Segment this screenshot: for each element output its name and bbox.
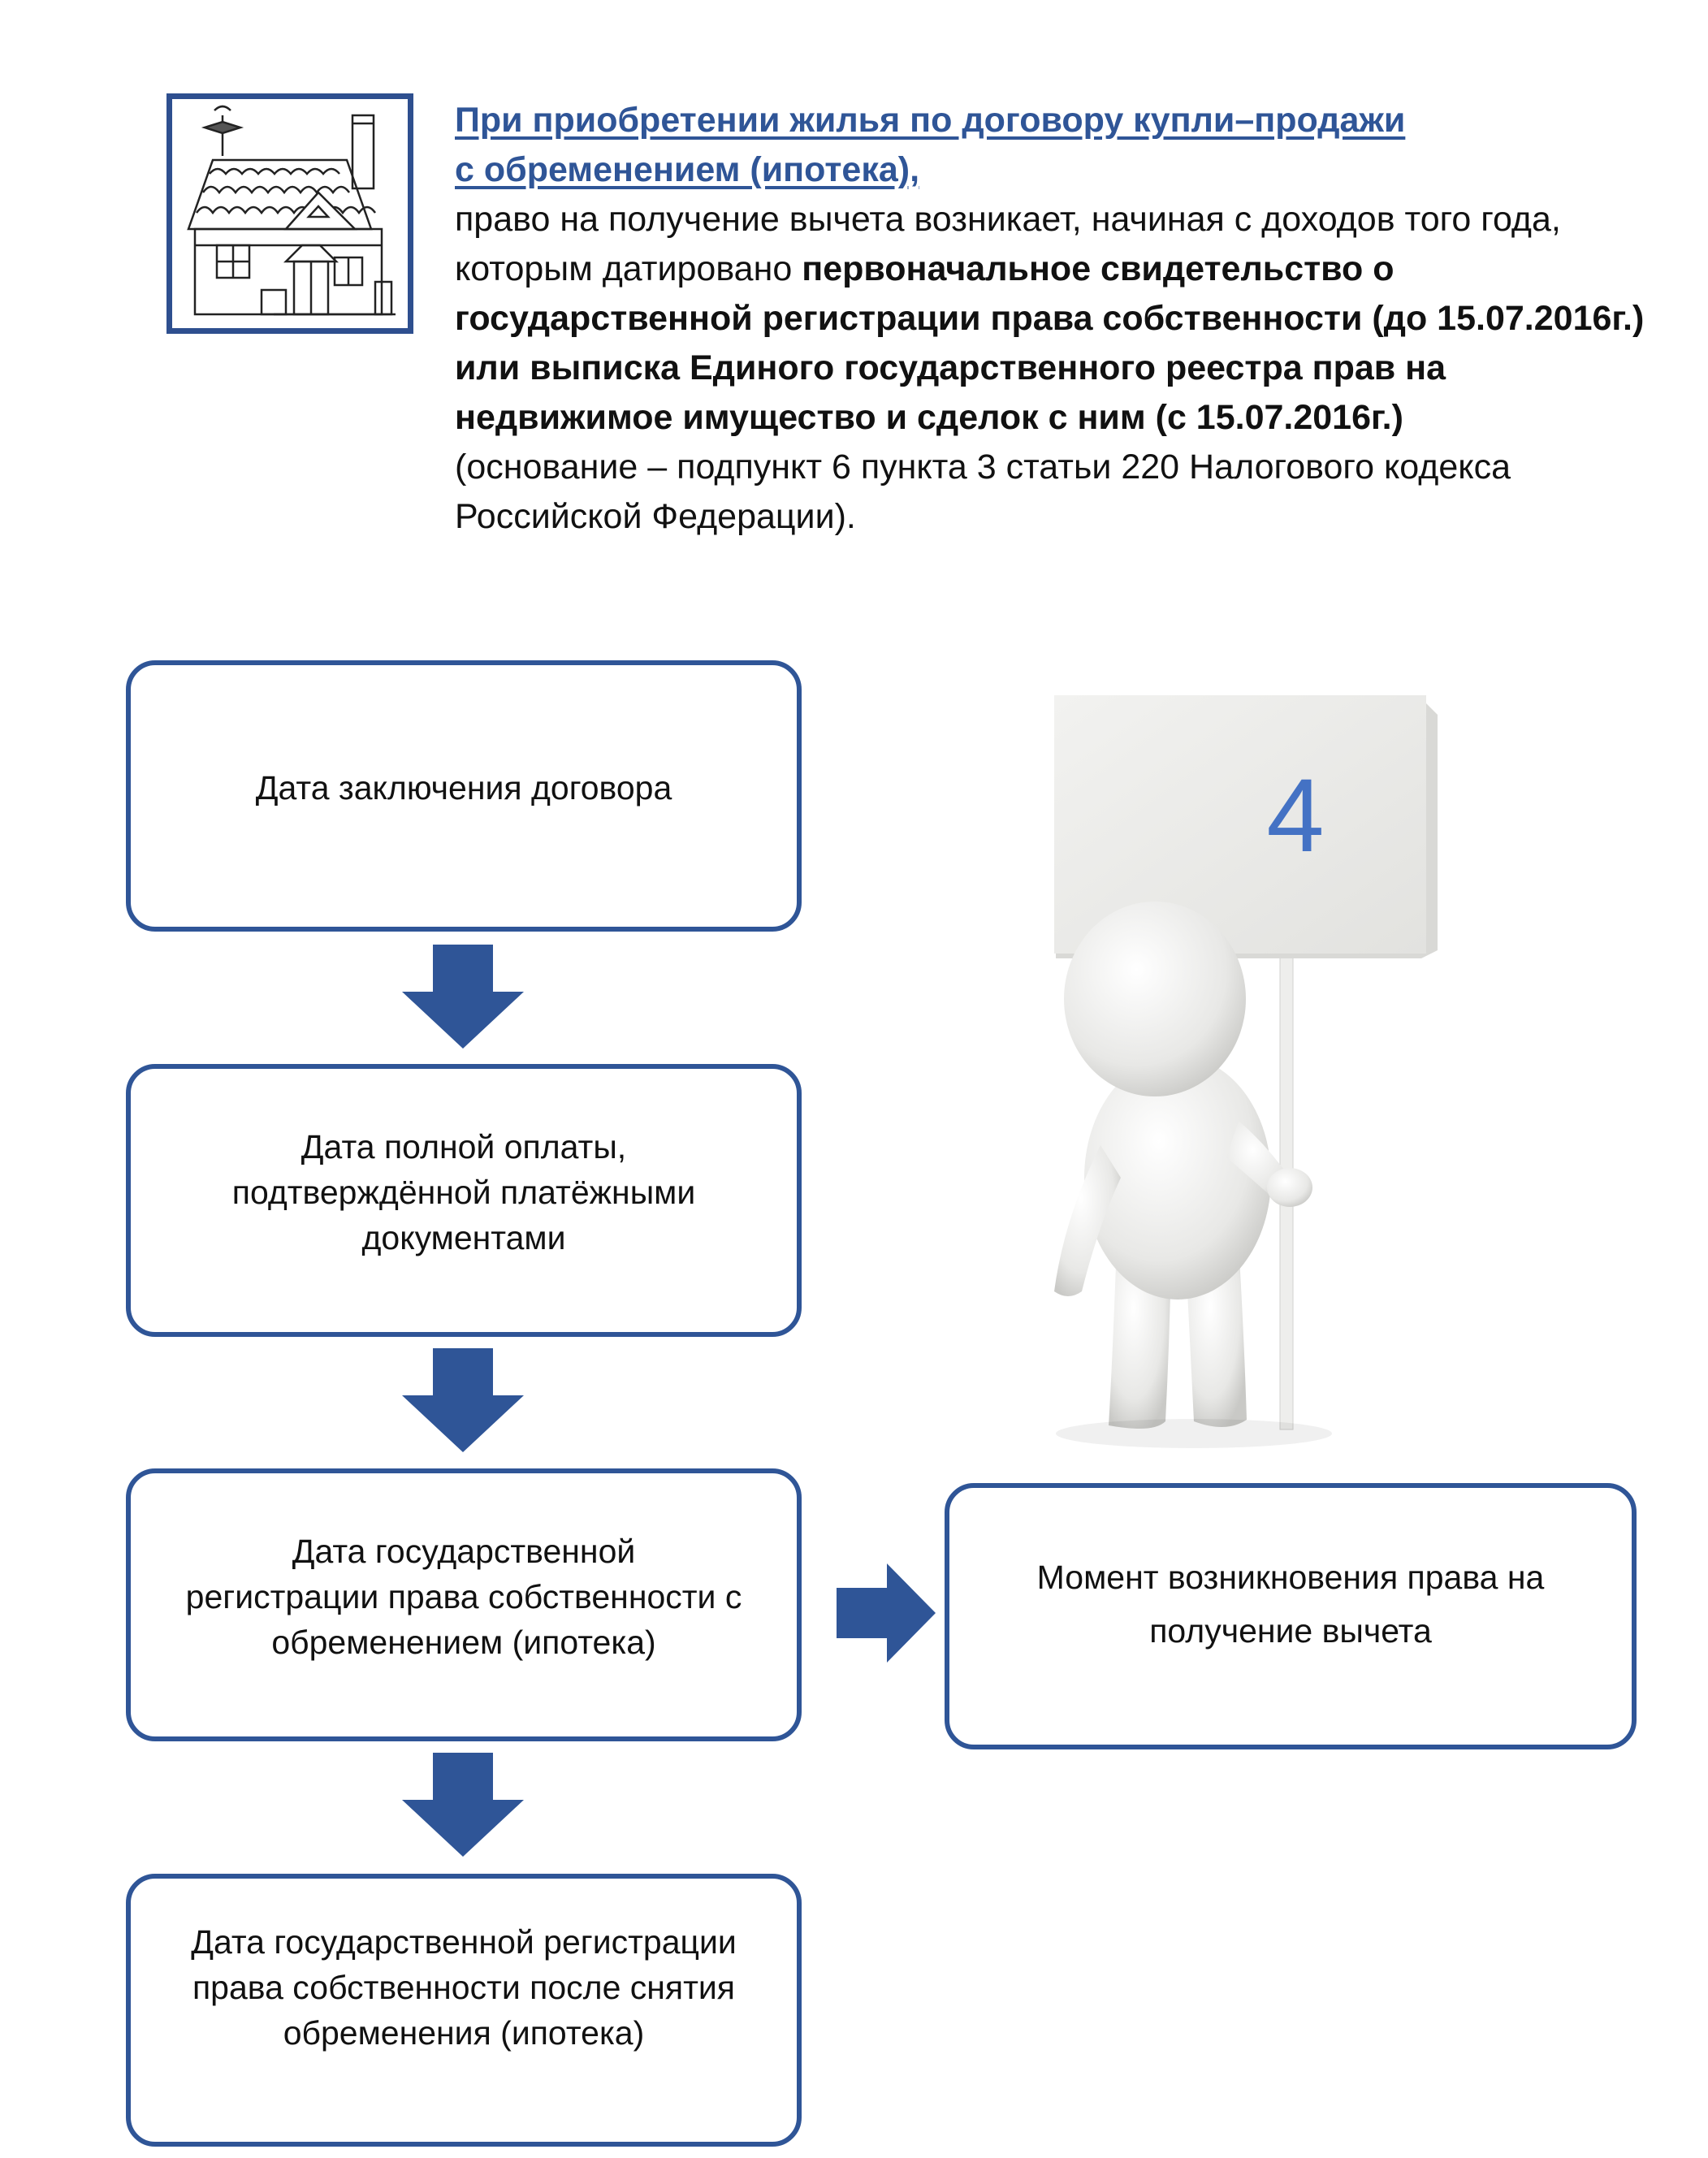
intro-line-2: которым датировано первоначальное свидет… [455,244,1673,294]
down-arrow-icon [402,945,524,1049]
flow-step-2-label: Дата полной оплаты, подтверждённой платё… [232,1124,696,1261]
intro-line-1: право на получение вычета возникает, нач… [455,195,1673,244]
flow-step-full-payment: Дата полной оплаты, подтверждённой платё… [126,1064,802,1337]
intro-line-6: (основание – подпункт 6 пункта 3 статьи … [455,443,1673,492]
intro-line-2-normal: которым датировано [455,249,802,288]
heading-line-2: с обременением (ипотека), [455,145,1673,195]
house-icon [172,99,408,328]
flow-step-4-label: Дата государственной регистрации права с… [191,1919,737,2056]
flow-step-registration-with-encumbrance: Дата государственной регистрации права с… [126,1468,802,1741]
result-label: Момент возникновения права на получение … [1037,1550,1545,1658]
intro-line-5: недвижимое имущество и сделок с ним (с 1… [455,393,1673,443]
down-arrow-icon [402,1348,524,1452]
house-illustration [166,93,413,334]
sign-number: 4 [1235,763,1356,869]
heading-line-1: При приобретении жилья по договору купли… [455,96,1673,145]
intro-line-7: Российской Федерации). [455,492,1673,542]
flow-step-registration-after-release: Дата государственной регистрации права с… [126,1874,802,2147]
flow-step-1-label: Дата заключения договора [256,765,672,811]
flow-step-contract-date: Дата заключения договора [126,660,802,932]
intro-text: При приобретении жилья по договору купли… [455,96,1673,542]
intro-line-2-bold: первоначальное свидетельство о [802,249,1394,288]
result-box: Момент возникновения права на получение … [945,1483,1637,1749]
down-arrow-icon [402,1753,524,1857]
intro-line-3: государственной регистрации права собств… [455,294,1673,344]
flow-step-3-label: Дата государственной регистрации права с… [186,1529,742,1665]
intro-line-4: или выписка Единого государственного рее… [455,344,1673,393]
right-arrow-icon [837,1563,936,1663]
